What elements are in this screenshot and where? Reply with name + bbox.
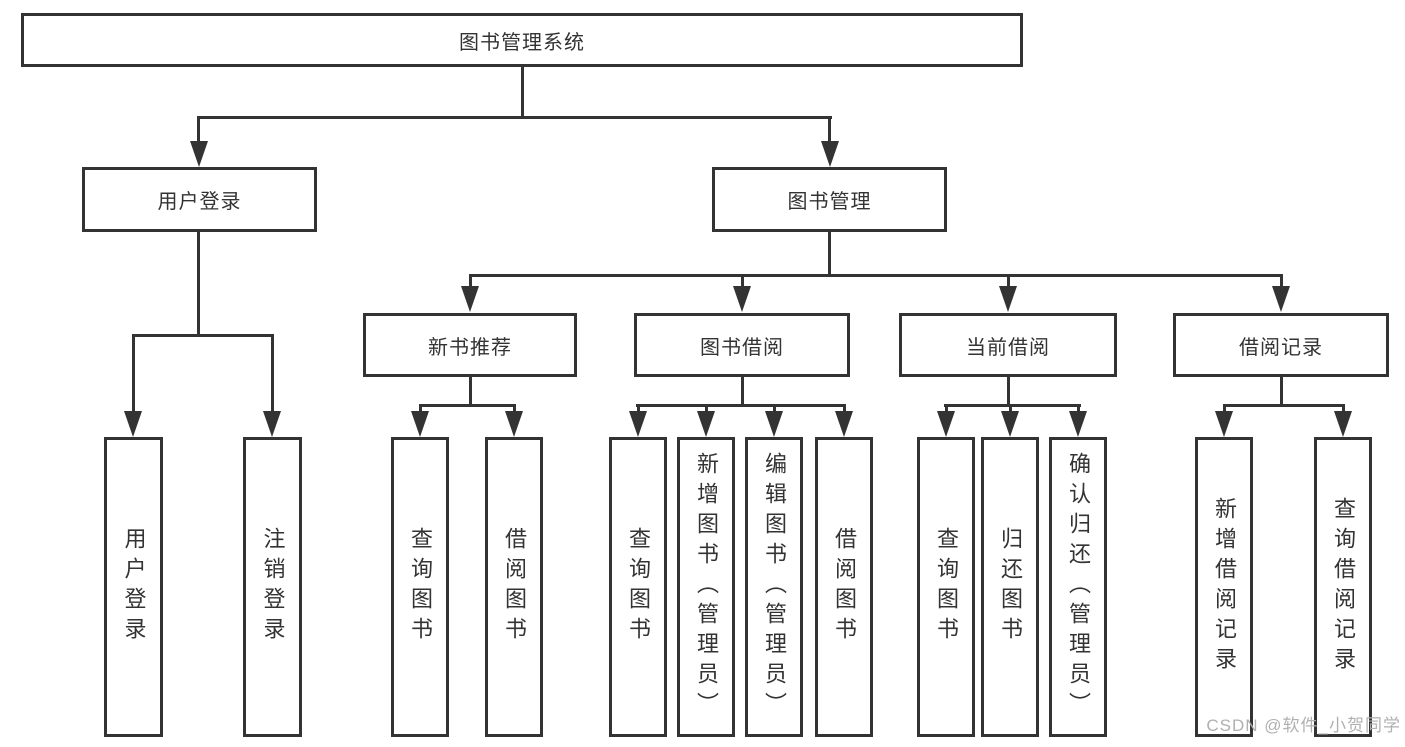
connector-line — [1077, 404, 1080, 413]
connector-line — [636, 404, 845, 407]
arrowhead — [937, 411, 955, 437]
connector-line — [637, 404, 640, 413]
node-user-login: 用户登录 — [82, 167, 317, 232]
connector-line — [1007, 377, 1010, 406]
connector-line — [1009, 404, 1012, 413]
connector-line — [419, 404, 516, 407]
connector-line — [469, 274, 1282, 277]
node-library-management-system: 图书管理系统 — [21, 13, 1023, 67]
connector-line — [1280, 377, 1283, 406]
arrowhead — [1334, 411, 1352, 437]
connector-line — [1280, 274, 1283, 288]
connector-line — [843, 404, 846, 413]
leaf-borrow-books-recommend: 借阅图书 — [485, 437, 543, 737]
connector-line — [944, 404, 1081, 407]
leaf-query-borrow-record: 查询借阅记录 — [1314, 437, 1372, 737]
connector-line — [132, 334, 135, 412]
connector-line — [469, 377, 472, 406]
arrowhead — [629, 411, 647, 437]
arrowhead — [411, 411, 429, 437]
connector-line — [945, 404, 948, 413]
arrowhead — [697, 411, 715, 437]
arrowhead — [461, 286, 479, 312]
connector-line — [773, 404, 776, 413]
connector-line — [521, 67, 524, 118]
arrowhead — [821, 141, 839, 167]
arrowhead — [733, 286, 751, 312]
connector-line — [705, 404, 708, 413]
leaf-query-books-borrow: 查询图书 — [609, 437, 667, 737]
connector-line — [741, 377, 744, 406]
arrowhead — [835, 411, 853, 437]
node-current-borrow: 当前借阅 — [899, 313, 1117, 377]
connector-line — [197, 116, 200, 143]
connector-line — [1223, 404, 1226, 413]
connector-line — [513, 404, 516, 413]
arrowhead — [1069, 411, 1087, 437]
node-borrow-records: 借阅记录 — [1173, 313, 1389, 377]
connector-line — [469, 274, 472, 288]
node-book-management: 图书管理 — [712, 167, 947, 232]
arrowhead — [505, 411, 523, 437]
connector-line — [1007, 274, 1010, 288]
connector-line — [828, 116, 831, 143]
leaf-user-login: 用户登录 — [104, 437, 163, 737]
leaf-add-books-admin: 新增图书（管理员） — [677, 437, 735, 737]
leaf-query-books-recommend: 查询图书 — [391, 437, 449, 737]
connector-line — [1342, 404, 1345, 413]
arrowhead — [190, 141, 208, 167]
arrowhead — [1001, 411, 1019, 437]
connector-line — [828, 232, 831, 277]
node-book-borrow: 图书借阅 — [634, 313, 850, 377]
connector-line — [271, 334, 274, 412]
arrowhead — [765, 411, 783, 437]
leaf-query-books-current: 查询图书 — [917, 437, 975, 737]
leaf-borrow-books-borrow: 借阅图书 — [815, 437, 873, 737]
leaf-edit-books-admin: 编辑图书（管理员） — [745, 437, 803, 737]
arrowhead — [124, 411, 142, 437]
node-new-book-recommend: 新书推荐 — [363, 313, 577, 377]
leaf-return-books: 归还图书 — [981, 437, 1039, 737]
connector-line — [197, 232, 200, 336]
leaf-logout: 注销登录 — [243, 437, 302, 737]
connector-line — [197, 116, 832, 119]
arrowhead — [1272, 286, 1290, 312]
leaf-confirm-return-admin: 确认归还（管理员） — [1049, 437, 1107, 737]
leaf-add-borrow-record: 新增借阅记录 — [1195, 437, 1253, 737]
connector-line — [419, 404, 422, 413]
arrowhead — [1215, 411, 1233, 437]
arrowhead — [999, 286, 1017, 312]
connector-line — [741, 274, 744, 288]
watermark: CSDN @软件_小贺同学 — [1206, 716, 1401, 735]
arrowhead — [263, 411, 281, 437]
connector-line — [132, 334, 274, 337]
connector-line — [1223, 404, 1345, 407]
